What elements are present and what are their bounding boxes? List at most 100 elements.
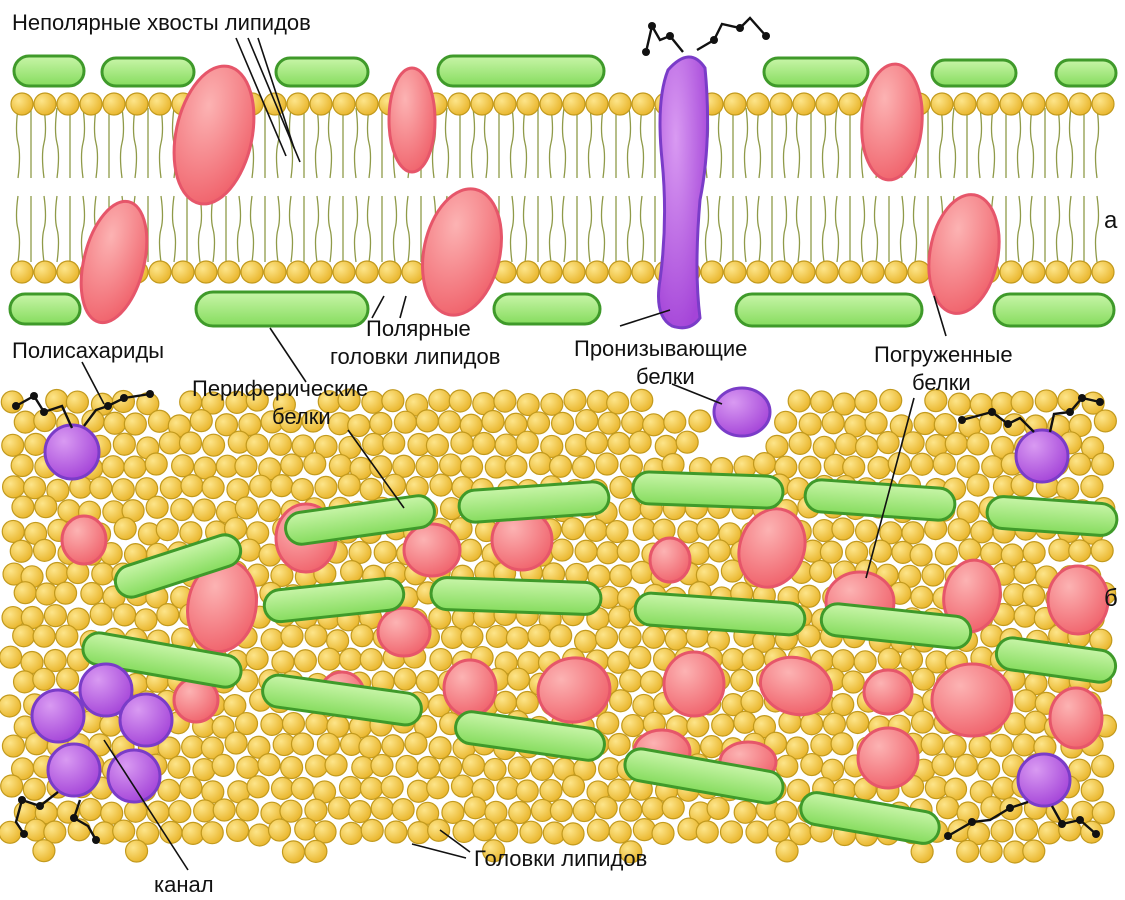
lipid-head [14, 582, 36, 604]
lipid-tail [446, 108, 449, 178]
lipid-head [295, 818, 317, 840]
lipid-head [464, 797, 486, 819]
lipid-head [1000, 261, 1022, 283]
lipid-head [429, 389, 451, 411]
lipid-tail [940, 108, 943, 178]
lipid-head [462, 754, 484, 776]
lipid-head [724, 261, 746, 283]
lipid-head [149, 261, 171, 283]
lipid-tail [784, 196, 787, 262]
lipid-tail [1096, 108, 1099, 178]
label-peripheral-line1: Периферические [192, 376, 368, 401]
lipid-head [798, 585, 820, 607]
lipid-head [934, 414, 956, 436]
lipid-head [541, 393, 563, 415]
lipid-head [430, 474, 452, 496]
lipid-head [823, 713, 845, 735]
lipid-head [822, 412, 844, 434]
lipid-head [402, 261, 424, 283]
lipid-head [911, 586, 933, 608]
peripheral-protein [494, 294, 600, 324]
lipid-head [2, 434, 24, 456]
lipid-head [978, 758, 1000, 780]
lipid-head [44, 649, 66, 671]
lipid-tail [485, 108, 488, 178]
lipid-head [608, 432, 630, 454]
lipid-head [595, 797, 617, 819]
lipid-tail [368, 108, 371, 178]
lipid-head [550, 800, 572, 822]
lipid-head [90, 603, 112, 625]
lipid-head [382, 390, 404, 412]
lipid-head [712, 714, 734, 736]
lipid-tail [836, 196, 839, 262]
lipid-head [610, 476, 632, 498]
lipid-tail [758, 196, 761, 262]
lipid-head [862, 261, 884, 283]
lipid-tail [56, 108, 59, 178]
lipid-head [1023, 93, 1045, 115]
lipid-head [1046, 93, 1068, 115]
lipid-head [991, 820, 1013, 842]
panel-a-bilayer-side-view [10, 18, 1116, 329]
lipid-head [169, 801, 191, 823]
lipid-tail [797, 196, 800, 262]
lipid-head [609, 821, 631, 843]
lipid-head [23, 778, 45, 800]
lipid-tail [719, 196, 722, 262]
lipid-head [969, 736, 991, 758]
lipid-tail [628, 196, 631, 262]
lipid-head [687, 715, 709, 737]
lipid-head [770, 261, 792, 283]
lipid-head [1069, 540, 1091, 562]
lipid-head [126, 93, 148, 115]
lipid-head [310, 261, 332, 283]
peripheral-protein [764, 58, 868, 86]
lipid-head [902, 432, 924, 454]
lipid-head [351, 625, 373, 647]
lipid-tail [43, 196, 46, 262]
lipid-head [135, 609, 157, 631]
lipid-head [236, 713, 258, 735]
lipid-tail [173, 196, 176, 262]
lipid-head [258, 500, 280, 522]
lipid-head [113, 820, 135, 842]
lipid-head [272, 651, 294, 673]
lipid-head [1, 391, 23, 413]
peripheral-protein [276, 58, 368, 86]
lipid-head [707, 797, 729, 819]
lipid-tail [355, 108, 358, 178]
lipid-tail [524, 108, 527, 178]
lipid-head [933, 453, 955, 475]
lipid-head [382, 735, 404, 757]
lipid-head [218, 261, 240, 283]
lipid-head [900, 649, 922, 671]
lipid-head [180, 522, 202, 544]
lipid-head [349, 801, 371, 823]
lipid-head [246, 648, 268, 670]
peripheral-protein [196, 292, 368, 326]
lipid-head [428, 819, 450, 841]
lipid-head [914, 412, 936, 434]
lipid-head [563, 261, 585, 283]
lipid-head [310, 93, 332, 115]
lipid-head [272, 777, 294, 799]
glycoprotein [1016, 430, 1068, 482]
lipid-head [102, 456, 124, 478]
embedded-protein [444, 660, 496, 716]
lipid-head [912, 711, 934, 733]
lipid-head [114, 604, 136, 626]
lipid-head [632, 261, 654, 283]
lipid-head [620, 799, 642, 821]
lipid-head [227, 819, 249, 841]
lipid-head [193, 759, 215, 781]
lipid-tail [797, 108, 800, 178]
lipid-head [333, 93, 355, 115]
lipid-head [509, 802, 531, 824]
lipid-head [482, 410, 504, 432]
lipid-tail [355, 196, 358, 262]
lipid-head [461, 626, 483, 648]
panel-label-a: а [1104, 207, 1118, 234]
lipid-head [315, 476, 337, 498]
